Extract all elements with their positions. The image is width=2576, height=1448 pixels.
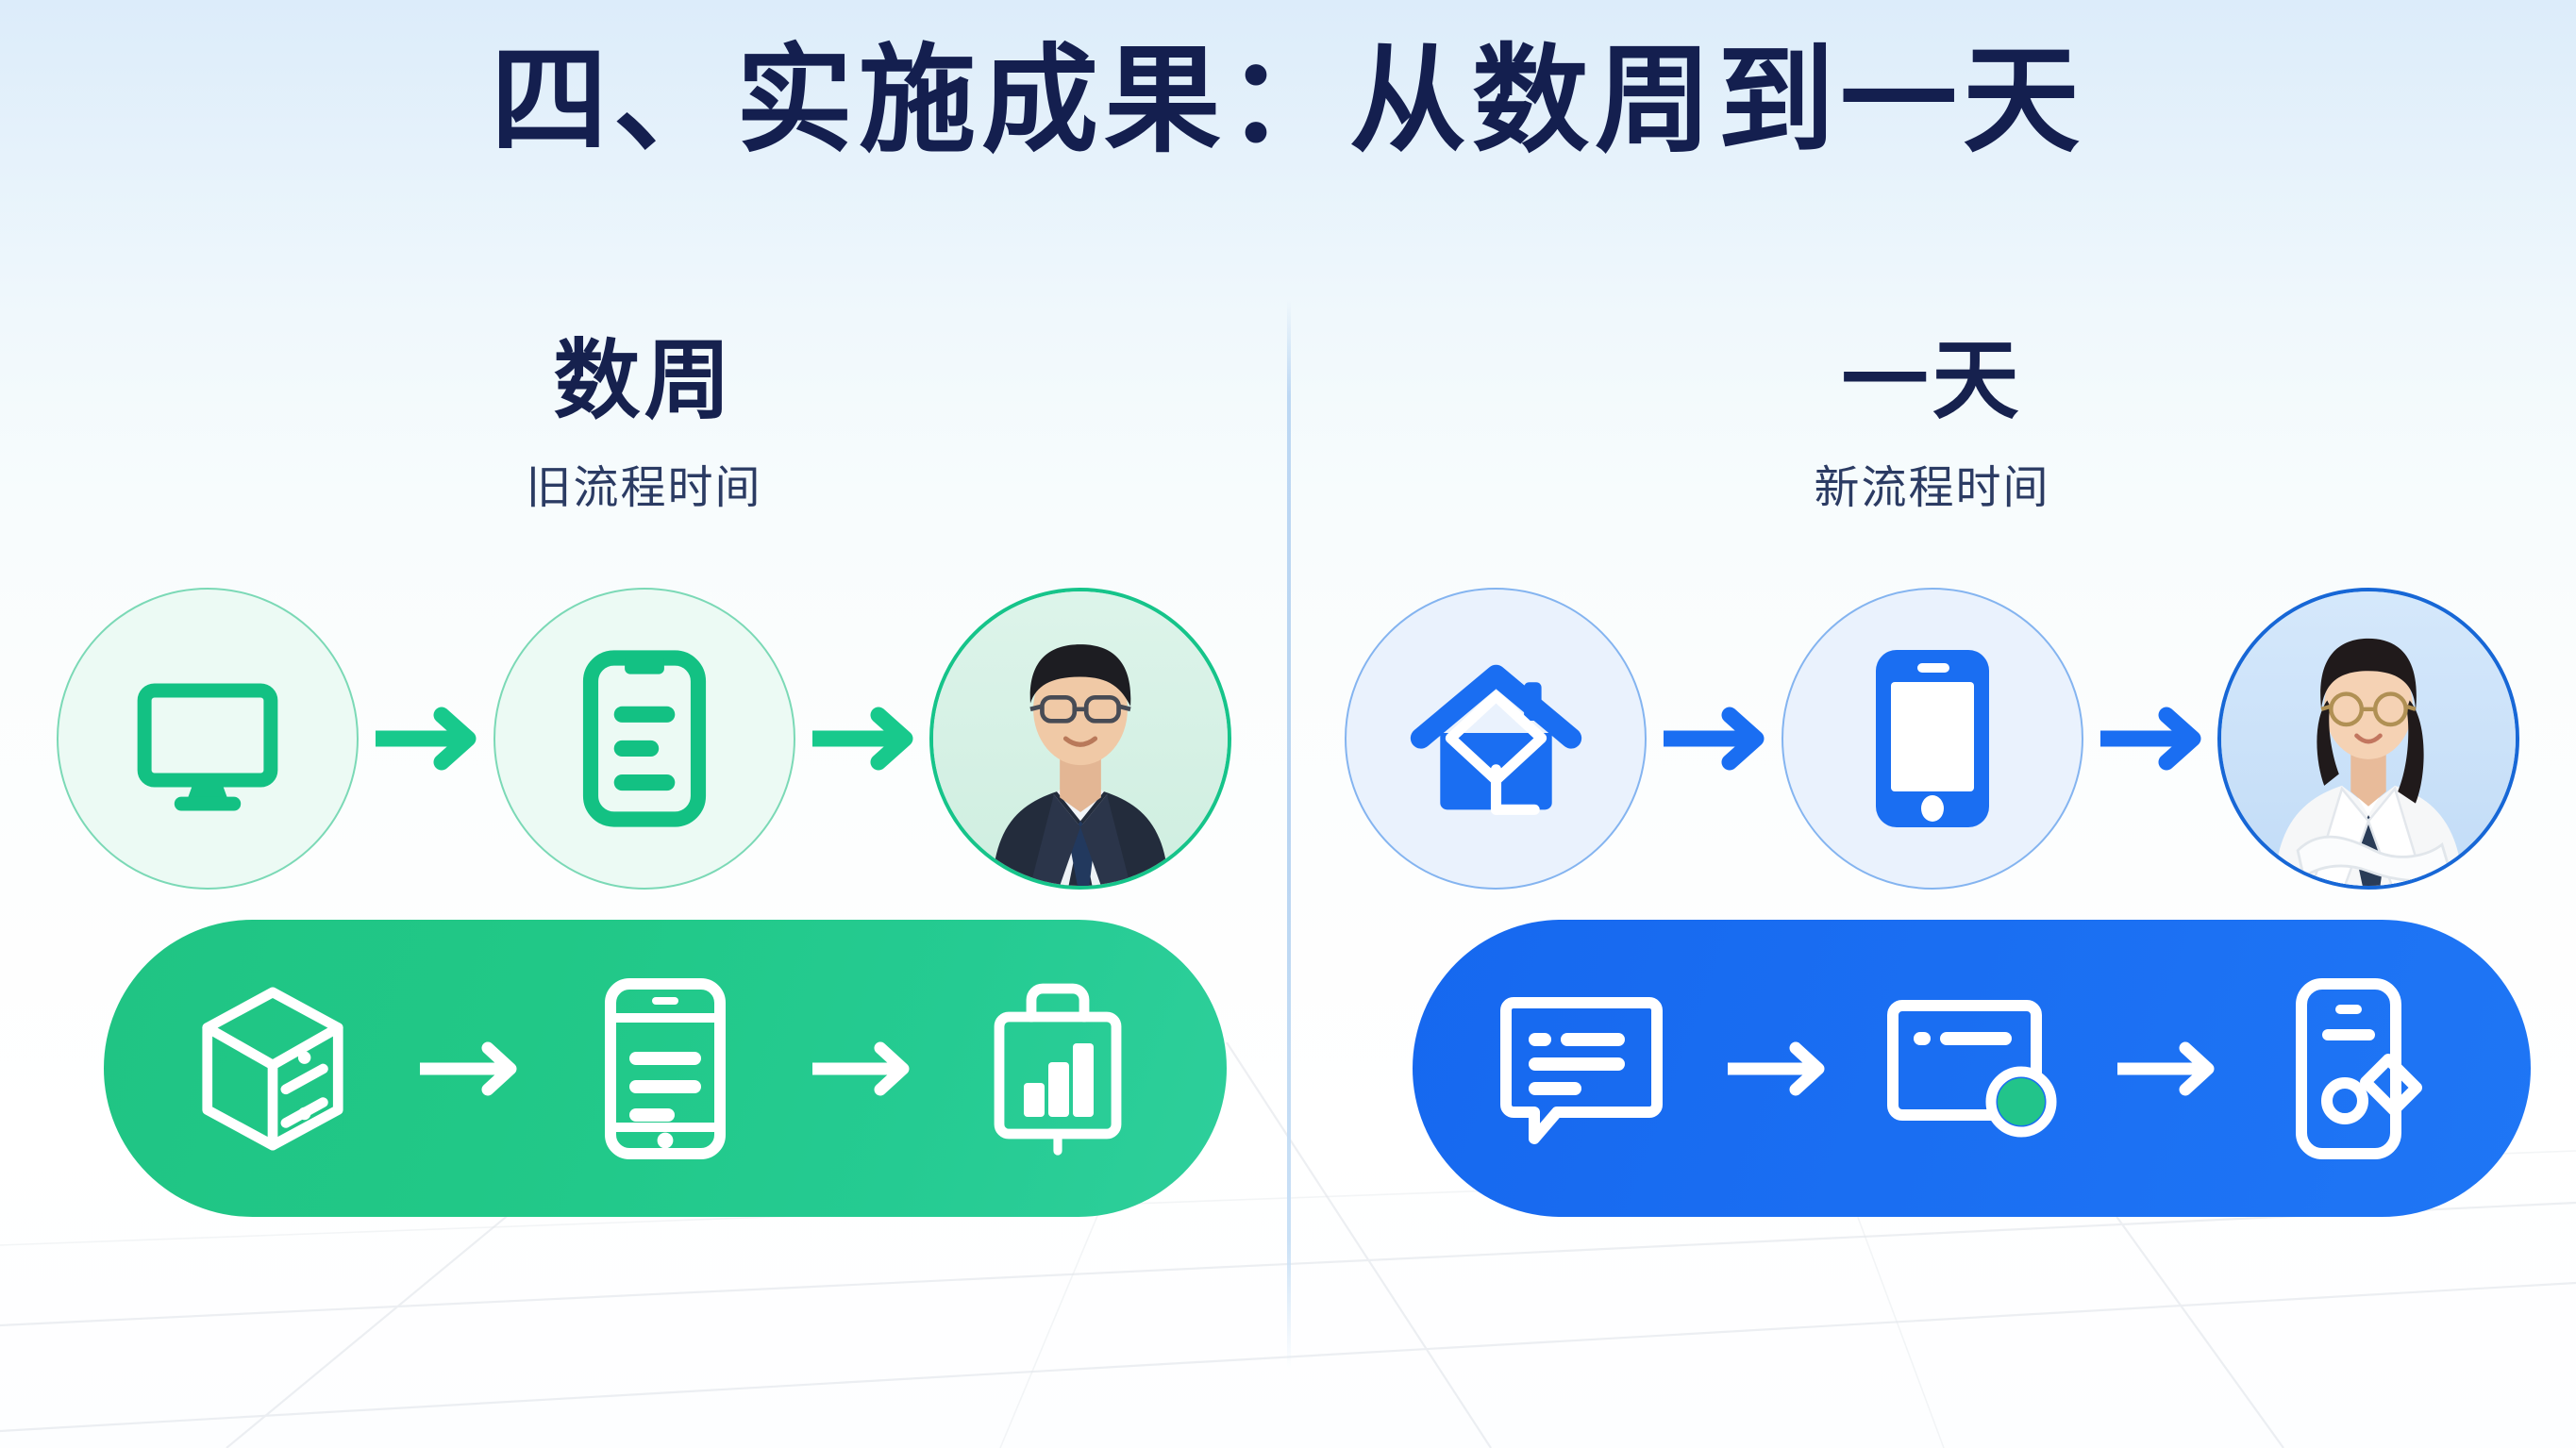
house-icon bbox=[1409, 656, 1583, 821]
chart-briefcase-icon bbox=[961, 972, 1154, 1165]
portrait-female-icon bbox=[2221, 591, 2516, 886]
arrow-right-icon-1 bbox=[364, 693, 487, 784]
column-old-process: 数周 旧流程时间 bbox=[57, 330, 1231, 1217]
arrow-right-icon-5 bbox=[1652, 693, 1775, 784]
portrait-male-icon bbox=[933, 591, 1228, 886]
step-circle-home[interactable] bbox=[1345, 587, 1647, 890]
smartphone-icon bbox=[568, 972, 761, 1165]
old-process-subheading: 旧流程时间 bbox=[526, 461, 762, 514]
arrow-right-icon-8 bbox=[2103, 1024, 2231, 1114]
arrow-right-icon-4 bbox=[797, 1024, 925, 1114]
mobile-tag-icon bbox=[2266, 972, 2459, 1165]
arrow-right-icon-6 bbox=[2089, 693, 2212, 784]
step-circle-mobile[interactable] bbox=[1781, 587, 2083, 890]
browser-window-icon bbox=[1875, 972, 2068, 1165]
smartphone-solid-icon bbox=[1866, 644, 1999, 833]
new-process-pill bbox=[1413, 920, 2531, 1217]
page-title: 四、实施成果：从数周到一天 bbox=[490, 33, 2085, 169]
step-circle-mobile-form[interactable] bbox=[493, 587, 795, 890]
arrow-right-icon-7 bbox=[1713, 1024, 1840, 1114]
old-process-pill bbox=[104, 920, 1227, 1217]
chat-bubble-icon bbox=[1484, 972, 1678, 1165]
old-process-circle-row bbox=[57, 585, 1231, 891]
column-new-process: 一天 新流程时间 bbox=[1288, 0, 2576, 1448]
old-process-heading: 数周 bbox=[553, 330, 735, 431]
arrow-right-icon-3 bbox=[406, 1024, 533, 1114]
new-process-circle-row bbox=[1345, 585, 2519, 891]
server-box-icon bbox=[176, 972, 370, 1165]
new-process-heading: 一天 bbox=[1841, 330, 2023, 431]
column-divider bbox=[1287, 300, 1291, 1368]
avatar-female-agent[interactable] bbox=[2217, 587, 2519, 890]
new-process-subheading: 新流程时间 bbox=[1814, 461, 2050, 514]
arrow-right-icon-2 bbox=[801, 693, 924, 784]
status-badge bbox=[1998, 1077, 2046, 1125]
step-circle-monitor[interactable] bbox=[57, 587, 359, 890]
monitor-icon bbox=[125, 656, 291, 822]
avatar-male-agent[interactable] bbox=[929, 587, 1231, 890]
phone-document-icon bbox=[569, 649, 720, 828]
